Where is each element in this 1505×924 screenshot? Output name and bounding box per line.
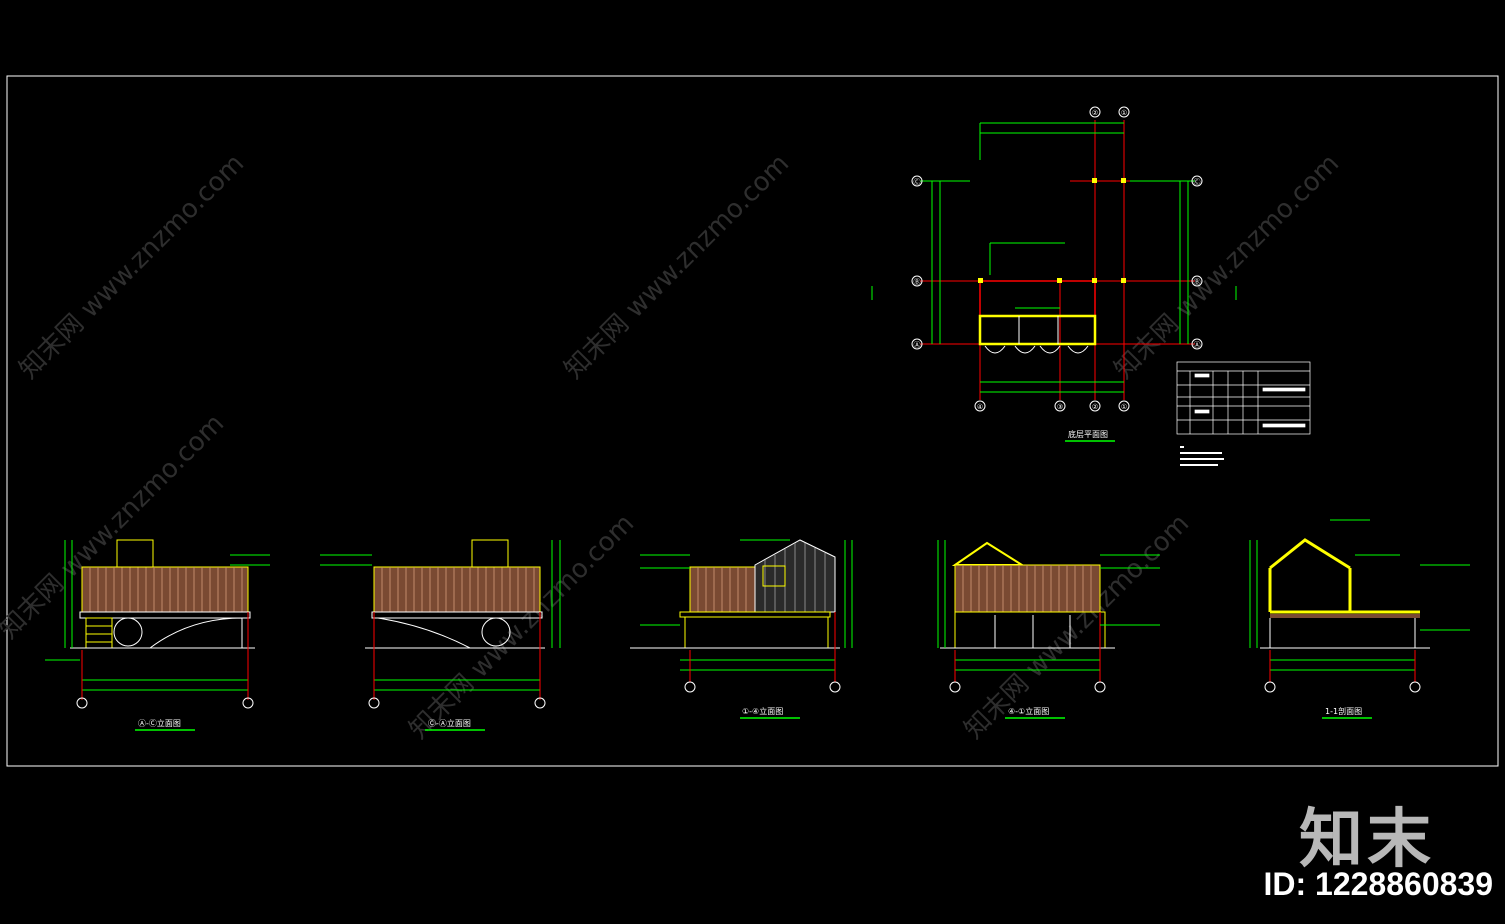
grid-label: ① xyxy=(1121,403,1127,411)
section-1-1: 1-1剖面图 xyxy=(1249,519,1470,719)
plan-lower-room xyxy=(978,314,1097,346)
elevation-a-c: Ⓐ-Ⓒ立面图 xyxy=(45,539,270,731)
schedule-table xyxy=(1176,361,1311,435)
grid-label: ④ xyxy=(977,403,983,411)
grid-label: Ⓑ xyxy=(1194,278,1201,286)
grid-label: ② xyxy=(1092,403,1098,411)
plan-title: 底层平面图 xyxy=(1068,429,1108,439)
grid-label: ① xyxy=(1121,109,1127,117)
grid-label: ② xyxy=(1092,109,1098,117)
floor-plan: ② ① ④ ③ ② ① Ⓒ Ⓑ Ⓐ Ⓒ Ⓑ Ⓐ 底层平面图 xyxy=(871,106,1311,466)
section-title: 1-1剖面图 xyxy=(1325,706,1362,716)
elevation-title: ①-④立面图 xyxy=(742,706,783,716)
grid-label: Ⓐ xyxy=(1194,341,1201,349)
grid-label: Ⓒ xyxy=(914,178,921,186)
elevation-4-1: ④-①立面图 xyxy=(937,540,1160,719)
elevation-c-a: Ⓒ-Ⓐ立面图 xyxy=(320,539,561,731)
plan-upper-room xyxy=(979,280,1096,317)
grid-label: Ⓑ xyxy=(914,278,921,286)
logo-watermark: 知末 xyxy=(1299,803,1435,877)
elevation-title: Ⓐ-Ⓒ立面图 xyxy=(138,718,181,728)
grid-label: Ⓐ xyxy=(914,341,921,349)
watermark-text: 知末网 www.znzmo.com xyxy=(404,509,640,745)
watermark-text: 知末网 www.znzmo.com xyxy=(959,509,1195,745)
grid-label: Ⓒ xyxy=(1194,178,1201,186)
image-id: ID: 1228860839 xyxy=(1263,866,1493,902)
elevation-1-4: ①-④立面图 xyxy=(630,539,853,719)
elevation-title: ④-①立面图 xyxy=(1008,706,1049,716)
grid-label: ③ xyxy=(1057,403,1063,411)
drawing-frame xyxy=(6,75,1499,767)
watermark-text: 知末网 www.znzmo.com xyxy=(1109,149,1345,385)
elevation-title: Ⓒ-Ⓐ立面图 xyxy=(428,718,471,728)
watermark-text: 知末网 www.znzmo.com xyxy=(14,149,250,385)
watermark-group: 知末网 www.znzmo.com 知末网 www.znzmo.com 知末网 … xyxy=(0,149,1345,745)
watermark-text: 知末网 www.znzmo.com xyxy=(559,149,795,385)
